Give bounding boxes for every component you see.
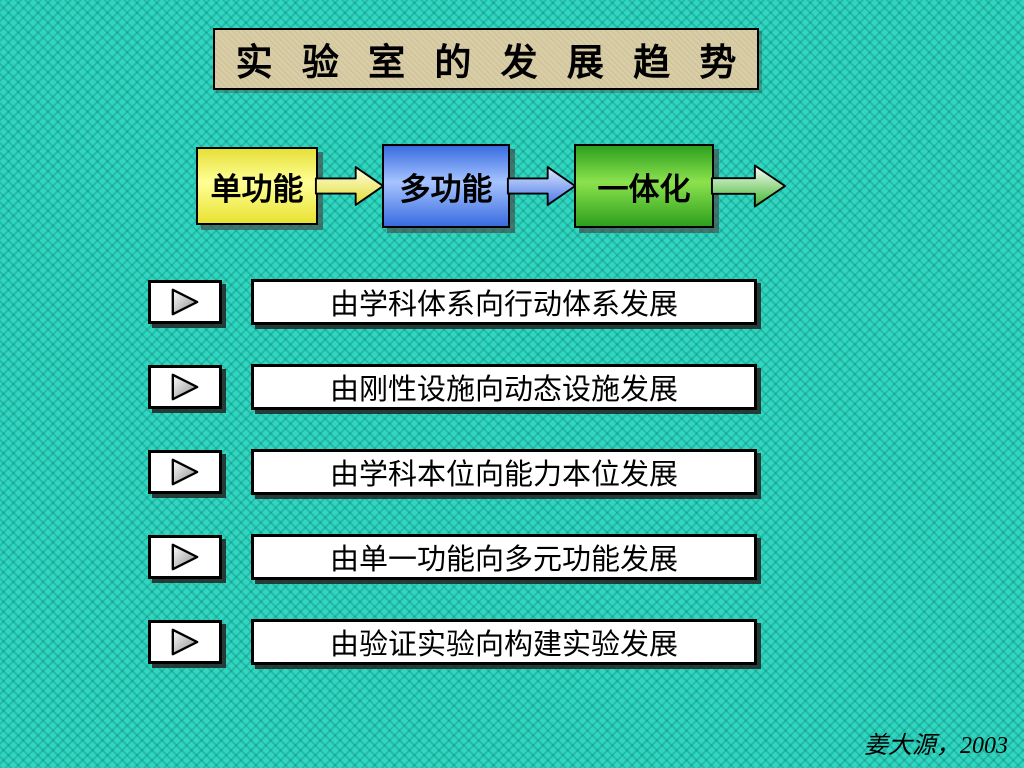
attribution: 姜大源，2003 <box>864 733 1008 759</box>
bullet-text: 由刚性设施向动态设施发展 <box>329 374 678 406</box>
bullet-row: 由单一功能向多元功能发展 <box>148 534 757 580</box>
bullet-text: 由学科体系向行动体系发展 <box>329 289 678 321</box>
bullet-text: 由单一功能向多元功能发展 <box>329 544 678 576</box>
bullet-text: 由验证实验向构建实验发展 <box>329 629 678 661</box>
triangle-marker-box <box>148 620 222 664</box>
play-triangle-icon <box>171 458 199 486</box>
triangle-marker-box <box>148 280 222 324</box>
title-box: 实 验 室 的 发 展 趋 势 <box>213 28 759 90</box>
flow-stage-multi-function: 多功能 <box>382 144 510 228</box>
bullet-list: 由学科体系向行动体系发展 由刚性设施向动态设施发展 由学科本位向能力本位发展 <box>148 279 757 665</box>
play-triangle-icon <box>171 373 199 401</box>
bullet-text-box: 由学科体系向行动体系发展 <box>251 279 757 325</box>
flow-diagram: 单功能 多功能 一体化 <box>196 144 787 228</box>
bullet-row: 由学科本位向能力本位发展 <box>148 449 757 495</box>
flow-stage-label: 单功能 <box>210 171 304 207</box>
flow-stage-single-function: 单功能 <box>196 147 318 225</box>
bullet-row: 由验证实验向构建实验发展 <box>148 619 757 665</box>
bullet-row: 由学科体系向行动体系发展 <box>148 279 757 325</box>
play-triangle-icon <box>171 543 199 571</box>
bullet-text-box: 由学科本位向能力本位发展 <box>251 449 757 495</box>
bullet-text: 由学科本位向能力本位发展 <box>329 459 678 491</box>
flow-stage-integration: 一体化 <box>574 144 714 228</box>
page-title: 实 验 室 的 发 展 趋 势 <box>235 43 747 84</box>
play-triangle-icon <box>171 628 199 656</box>
bullet-text-box: 由刚性设施向动态设施发展 <box>251 364 757 410</box>
bullet-row: 由刚性设施向动态设施发展 <box>148 364 757 410</box>
arrow-right-blue-icon <box>506 166 577 206</box>
triangle-marker-box <box>148 365 222 409</box>
flow-stage-label: 一体化 <box>597 171 691 207</box>
flow-stage-label: 多功能 <box>399 171 493 207</box>
bullet-text-box: 由验证实验向构建实验发展 <box>251 619 757 665</box>
triangle-marker-box <box>148 450 222 494</box>
arrow-right-green-icon <box>710 164 787 208</box>
triangle-marker-box <box>148 535 222 579</box>
play-triangle-icon <box>171 288 199 316</box>
arrow-right-yellow-icon <box>314 166 385 206</box>
bullet-text-box: 由单一功能向多元功能发展 <box>251 534 757 580</box>
